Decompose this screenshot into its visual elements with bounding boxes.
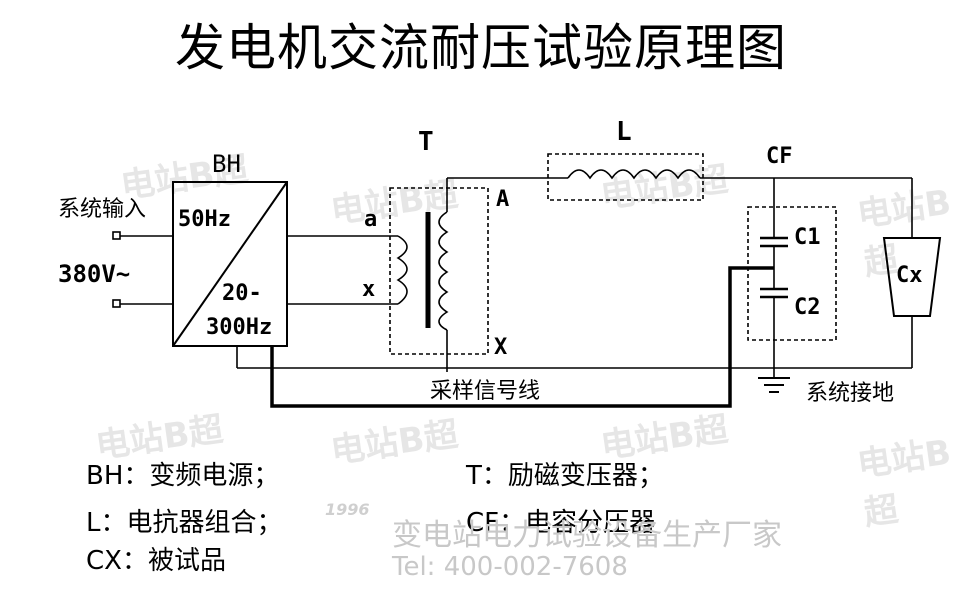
company-name: 变电站电力试验设备生产厂家 [392,518,782,553]
terminal-X: X [494,335,507,360]
reactor-enclosure [547,153,704,201]
capacitor-divider-enclosure [747,206,837,341]
input-label: 系统输入 [58,197,146,222]
page-title: 发电机交流耐压试验原理图 [175,19,787,77]
transformer-label: T [418,127,434,157]
terminal-A: A [496,187,509,212]
sampling-signal-line [270,266,774,408]
transformer-enclosure [389,187,489,355]
input-terminal-top [112,231,121,240]
legend-t: T：励磁变压器； [466,461,664,491]
secondary-winding [438,211,449,331]
voltage-label: 380V~ [58,260,130,288]
legend-cx: CX：被试品 [86,546,226,576]
c1-label: C1 [794,225,821,250]
cx-label: Cx [896,263,923,288]
legend-bh: BH：变频电源； [86,461,280,491]
primary-winding [396,235,408,305]
terminal-a: a [364,207,377,232]
test-object-cx [882,237,942,317]
legend-l: L：电抗器组合； [86,508,283,538]
bh-label: BH [212,150,241,178]
reactor-coil [567,169,701,180]
bh-frequency-converter [172,181,288,347]
bh-freq-out-1: 20- [222,281,262,306]
signal-line-label: 采样信号线 [430,379,540,404]
c2-label: C2 [794,295,821,320]
bh-freq-out-2: 300Hz [206,315,272,340]
divider-label: CF [766,144,793,169]
company-tel: Tel: 400-002-7608 [392,552,628,582]
ground-label: 系统接地 [806,381,894,406]
reactor-label: L [616,117,632,147]
company-logo-year: 1996 [325,500,370,519]
legend-cf: CF：电容分压器 [466,508,656,538]
terminal-x: x [362,277,375,302]
input-terminal-bottom [112,299,121,308]
bh-freq-in: 50Hz [178,207,231,232]
